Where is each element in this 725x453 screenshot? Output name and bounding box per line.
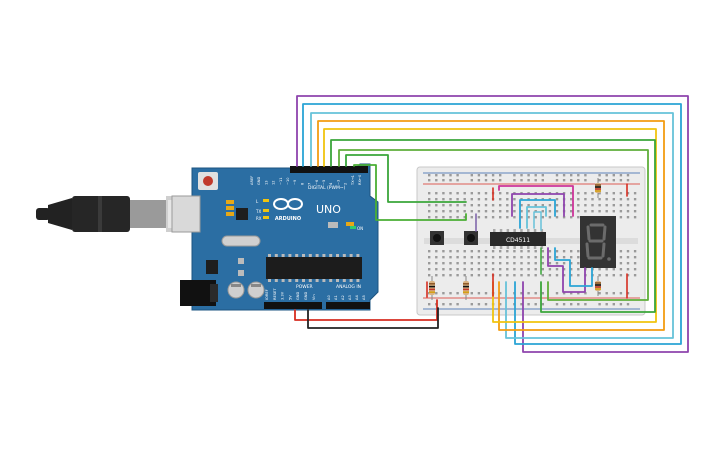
digital-pin-label: 7 bbox=[308, 183, 312, 185]
digital-pin-label: ~3 bbox=[336, 180, 340, 185]
logo-text: ARDUINO bbox=[275, 216, 301, 222]
push-button-1[interactable] bbox=[430, 231, 444, 245]
digital-pin-label: TX→1 bbox=[351, 175, 355, 186]
wire bbox=[345, 154, 467, 203]
analog-pin-label: A5 bbox=[362, 295, 366, 300]
power-pin-label: IOREF bbox=[265, 289, 269, 300]
wire bbox=[519, 199, 556, 229]
digital-pin-label: ~6 bbox=[315, 179, 319, 185]
atmega-chip bbox=[266, 257, 362, 279]
arduino-board: ARDUINO UNO L TX RX ON DIGITAL (PWM~) AR… bbox=[171, 163, 379, 311]
model-label: UNO bbox=[316, 203, 341, 216]
led-on bbox=[350, 226, 356, 229]
analog-pin-label: A2 bbox=[341, 295, 345, 300]
wire bbox=[511, 193, 565, 217]
wire bbox=[554, 247, 593, 287]
crystal bbox=[221, 235, 261, 247]
seven-segment-display: 8. bbox=[0, 0, 616, 268]
power-pin-label: GND bbox=[304, 292, 308, 300]
digital-pin-label: ~9 bbox=[293, 179, 297, 185]
wire bbox=[323, 128, 657, 323]
wire bbox=[302, 103, 682, 345]
resistors bbox=[429, 178, 601, 300]
wire bbox=[533, 211, 542, 231]
analog-header bbox=[326, 302, 370, 309]
wire bbox=[353, 164, 467, 221]
digital-pin-label: 2 bbox=[344, 183, 348, 185]
digital-header bbox=[290, 166, 368, 173]
led-tx bbox=[263, 209, 269, 212]
digital-pin-label: ~10 bbox=[286, 177, 290, 185]
digital-header-label: DIGITAL (PWM~) bbox=[308, 185, 346, 191]
led-l bbox=[263, 199, 269, 202]
analog-pin-label: A4 bbox=[355, 295, 359, 300]
led-label-rx: RX bbox=[256, 216, 262, 221]
power-pin-label: 3.3V bbox=[281, 291, 285, 300]
power-pin-label: GND bbox=[296, 292, 300, 300]
atmega-pins bbox=[268, 254, 360, 282]
digital-pin-label: ~11 bbox=[279, 177, 283, 185]
analog-label: ANALOG IN bbox=[336, 284, 361, 290]
reset-button-cap[interactable] bbox=[203, 176, 213, 186]
wire bbox=[310, 112, 674, 339]
wire bbox=[338, 149, 649, 301]
on-label: ON bbox=[357, 226, 363, 231]
digital-pin-label: 12 bbox=[272, 180, 276, 185]
wire bbox=[498, 185, 574, 217]
power-pin-label: Vin bbox=[312, 294, 316, 300]
power-header bbox=[264, 302, 322, 309]
analog-pin-label: A3 bbox=[348, 295, 352, 300]
cd4511-ic: CD4511 bbox=[490, 229, 546, 249]
ic-label: CD4511 bbox=[506, 237, 530, 244]
decimal-point bbox=[607, 257, 611, 261]
wire bbox=[526, 206, 547, 229]
power-pin-label: 5V bbox=[288, 295, 292, 300]
analog-pin-label: A0 bbox=[327, 295, 331, 300]
analog-pin-label: A1 bbox=[334, 295, 338, 300]
digital-pin-label: 8 bbox=[300, 182, 304, 185]
digital-pin-label: GND bbox=[257, 177, 261, 185]
led-rx bbox=[263, 216, 269, 219]
digital-pin-label: RX←0 bbox=[358, 174, 362, 185]
wire bbox=[294, 299, 438, 321]
digital-pin-label: 13 bbox=[264, 180, 268, 185]
power-pin-label: RESET bbox=[273, 288, 277, 300]
display-digit: 8. bbox=[0, 0, 2, 1]
push-button-2[interactable] bbox=[464, 231, 478, 245]
wire bbox=[547, 247, 586, 293]
wire bbox=[307, 307, 439, 329]
wires bbox=[294, 95, 689, 353]
led-label-l: L bbox=[256, 199, 259, 204]
wire bbox=[330, 139, 656, 313]
digital-pin-label: 4 bbox=[329, 182, 333, 185]
arduino-logo: ARDUINO bbox=[273, 198, 303, 222]
power-label: POWER bbox=[296, 284, 313, 290]
digital-pin-label: ~5 bbox=[322, 180, 326, 185]
led-label-tx: TX bbox=[255, 209, 261, 214]
digital-pin-label: AREF bbox=[250, 176, 254, 185]
wire bbox=[296, 95, 689, 353]
